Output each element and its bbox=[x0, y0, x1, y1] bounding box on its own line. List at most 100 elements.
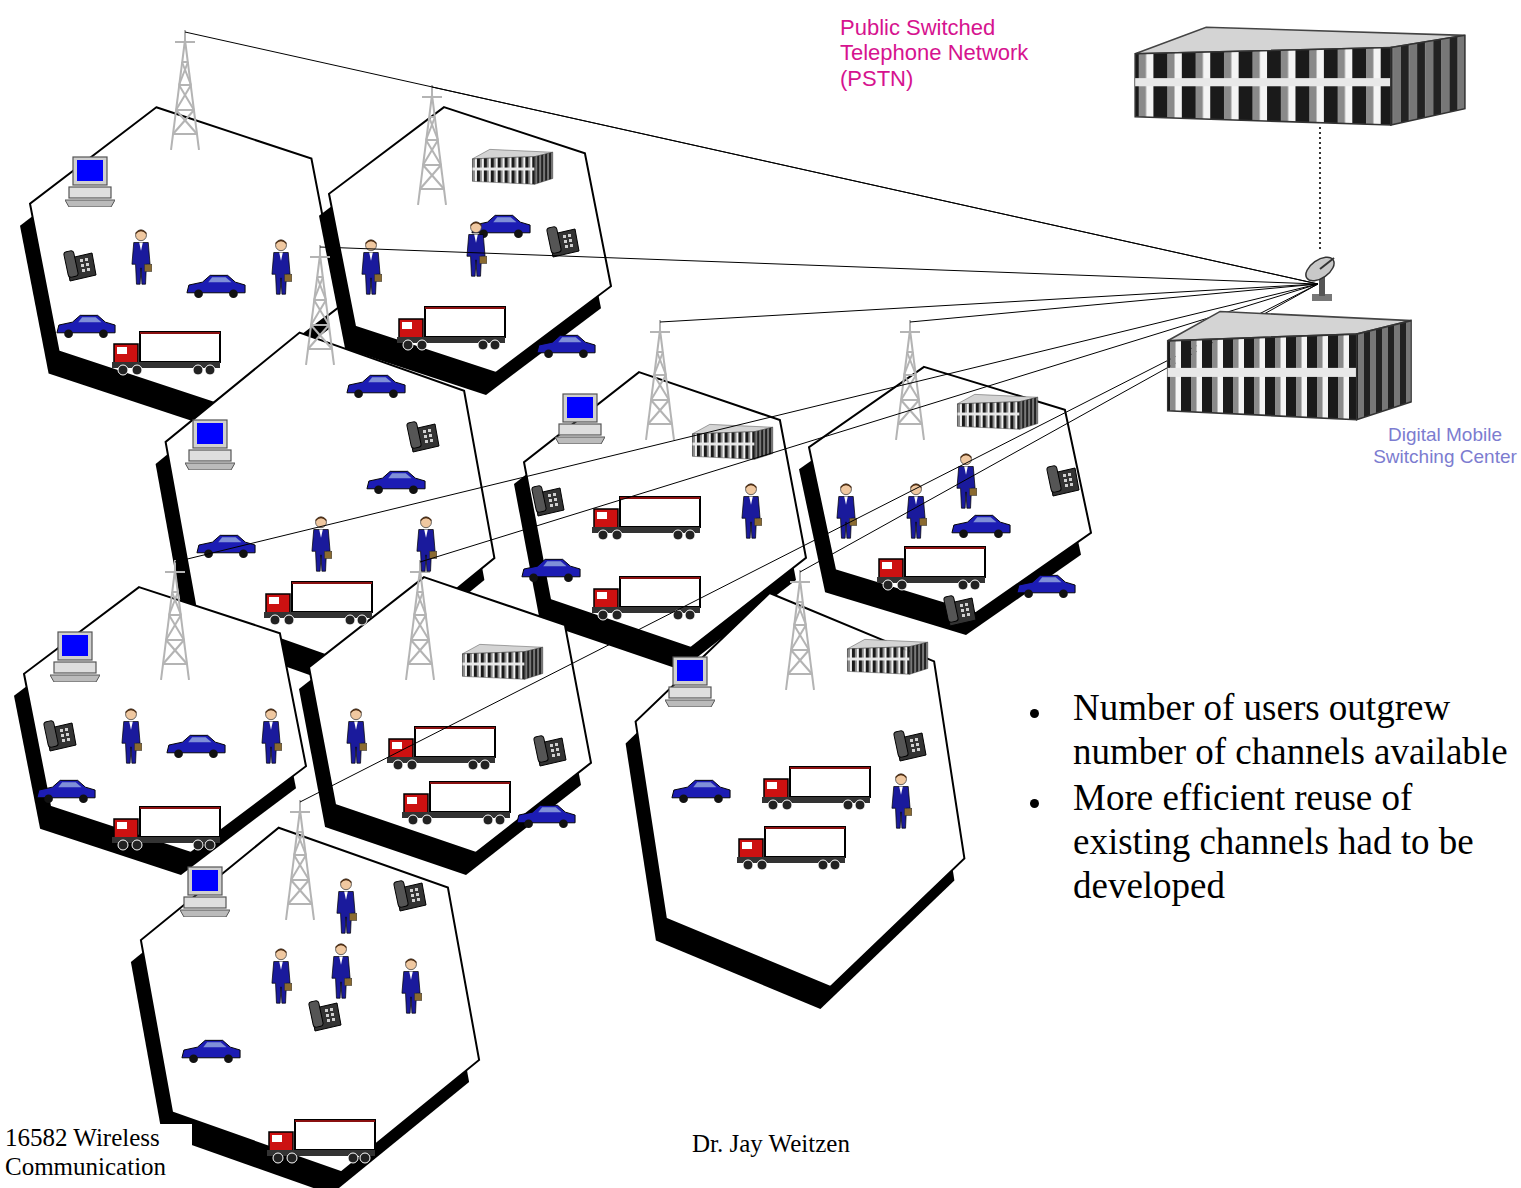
person-icon bbox=[417, 517, 437, 571]
person-icon bbox=[132, 230, 152, 284]
car-icon bbox=[57, 315, 115, 338]
bldg-icon bbox=[847, 639, 927, 674]
satellite-dish bbox=[1302, 252, 1339, 301]
bldg-icon bbox=[692, 424, 772, 459]
person-icon bbox=[272, 240, 292, 294]
bullet-text: More efficient reuse of existing channel… bbox=[1073, 776, 1516, 908]
building-picture bbox=[1125, 15, 1470, 127]
cell-hexagon bbox=[636, 593, 965, 987]
cell-tower bbox=[171, 30, 199, 150]
car-icon bbox=[367, 471, 425, 494]
phone-icon bbox=[531, 485, 564, 516]
bullet-item: Number of users outgrew number of channe… bbox=[1030, 686, 1516, 774]
footer-text: 16582 Wireless Communication bbox=[2, 1124, 192, 1182]
bldg-icon bbox=[472, 149, 552, 184]
footer-text: Dr. Jay Weitzen bbox=[692, 1130, 922, 1159]
computer-icon bbox=[65, 157, 115, 207]
computer-icon bbox=[50, 632, 100, 682]
person-icon bbox=[957, 454, 977, 508]
office-building bbox=[1168, 312, 1412, 420]
car-icon bbox=[672, 780, 730, 803]
person-icon bbox=[332, 944, 352, 998]
truck-icon bbox=[877, 547, 985, 590]
car-icon bbox=[37, 780, 95, 803]
phone-icon bbox=[393, 880, 426, 911]
building-picture bbox=[1160, 252, 1415, 422]
truck-icon bbox=[267, 1120, 375, 1163]
cell-tower bbox=[896, 320, 924, 440]
person-icon bbox=[262, 709, 282, 763]
phone-icon bbox=[1046, 465, 1079, 496]
cell-tower bbox=[286, 800, 314, 920]
computer-icon bbox=[665, 657, 715, 707]
cell-tower bbox=[646, 320, 674, 440]
phone-icon bbox=[533, 735, 566, 766]
truck-icon bbox=[762, 767, 870, 810]
cell-hexagon bbox=[24, 587, 306, 853]
person-icon bbox=[402, 959, 422, 1013]
car-icon bbox=[167, 735, 225, 758]
bullet-dot bbox=[1030, 709, 1039, 718]
car-icon bbox=[522, 559, 580, 582]
phone-icon bbox=[546, 226, 579, 257]
car-icon bbox=[1017, 575, 1075, 598]
bullet-text: Number of users outgrew number of channe… bbox=[1073, 686, 1516, 774]
phone-icon bbox=[63, 250, 96, 281]
person-icon bbox=[837, 484, 857, 538]
person-icon bbox=[272, 949, 292, 1003]
footer-text: Dr. Jay Weitzen bbox=[692, 1130, 922, 1159]
car-icon bbox=[347, 375, 405, 398]
node-label: Public Switched Telephone Network (PSTN) bbox=[840, 15, 1052, 91]
car-icon bbox=[952, 515, 1010, 538]
phone-icon bbox=[406, 421, 439, 452]
bldg-icon bbox=[462, 644, 542, 679]
cell-tower bbox=[786, 570, 814, 690]
backhaul-line bbox=[175, 284, 1318, 562]
truck-icon bbox=[402, 782, 510, 825]
office-building bbox=[1135, 27, 1465, 125]
phone-icon bbox=[893, 730, 926, 761]
node-label: Digital Mobile Switching Center bbox=[1372, 424, 1518, 468]
bldg-icon bbox=[957, 394, 1037, 429]
cell-hexagon bbox=[809, 367, 1091, 613]
truck-icon bbox=[592, 577, 700, 620]
cell-tower bbox=[306, 245, 334, 365]
computer-icon bbox=[180, 867, 230, 917]
car-icon bbox=[537, 335, 595, 358]
truck-icon bbox=[112, 332, 220, 375]
phone-icon bbox=[308, 1000, 341, 1031]
building-node: Public Switched Telephone Network (PSTN) bbox=[1125, 15, 1470, 127]
person-icon bbox=[892, 774, 912, 828]
backhaul-line bbox=[320, 247, 1318, 284]
person-icon bbox=[467, 222, 487, 276]
cell-hexagon bbox=[329, 107, 611, 373]
person-icon bbox=[347, 709, 367, 763]
building-node: Digital Mobile Switching Center bbox=[1160, 252, 1415, 422]
users bbox=[37, 149, 1079, 1163]
person-icon bbox=[362, 240, 382, 294]
computer-icon bbox=[185, 420, 235, 470]
computer-icon bbox=[555, 394, 605, 444]
truck-icon bbox=[387, 727, 495, 770]
bullet-item: More efficient reuse of existing channel… bbox=[1030, 776, 1516, 908]
person-icon bbox=[122, 709, 142, 763]
cell-tower bbox=[161, 560, 189, 680]
car-icon bbox=[187, 275, 245, 298]
person-icon bbox=[742, 484, 762, 538]
car-icon bbox=[182, 1040, 240, 1063]
car-icon bbox=[517, 805, 575, 828]
truck-icon bbox=[112, 807, 220, 850]
truck-icon bbox=[737, 827, 845, 870]
cell-tower bbox=[418, 85, 446, 205]
truck-icon bbox=[397, 307, 505, 350]
backhaul-line bbox=[420, 284, 1318, 562]
footer-text: 16582 Wireless Communication bbox=[2, 1124, 192, 1182]
dotted-link bbox=[1319, 127, 1321, 252]
phone-icon bbox=[943, 595, 976, 626]
backhaul-links bbox=[175, 32, 1318, 802]
person-icon bbox=[337, 879, 357, 933]
truck-icon bbox=[264, 582, 372, 625]
